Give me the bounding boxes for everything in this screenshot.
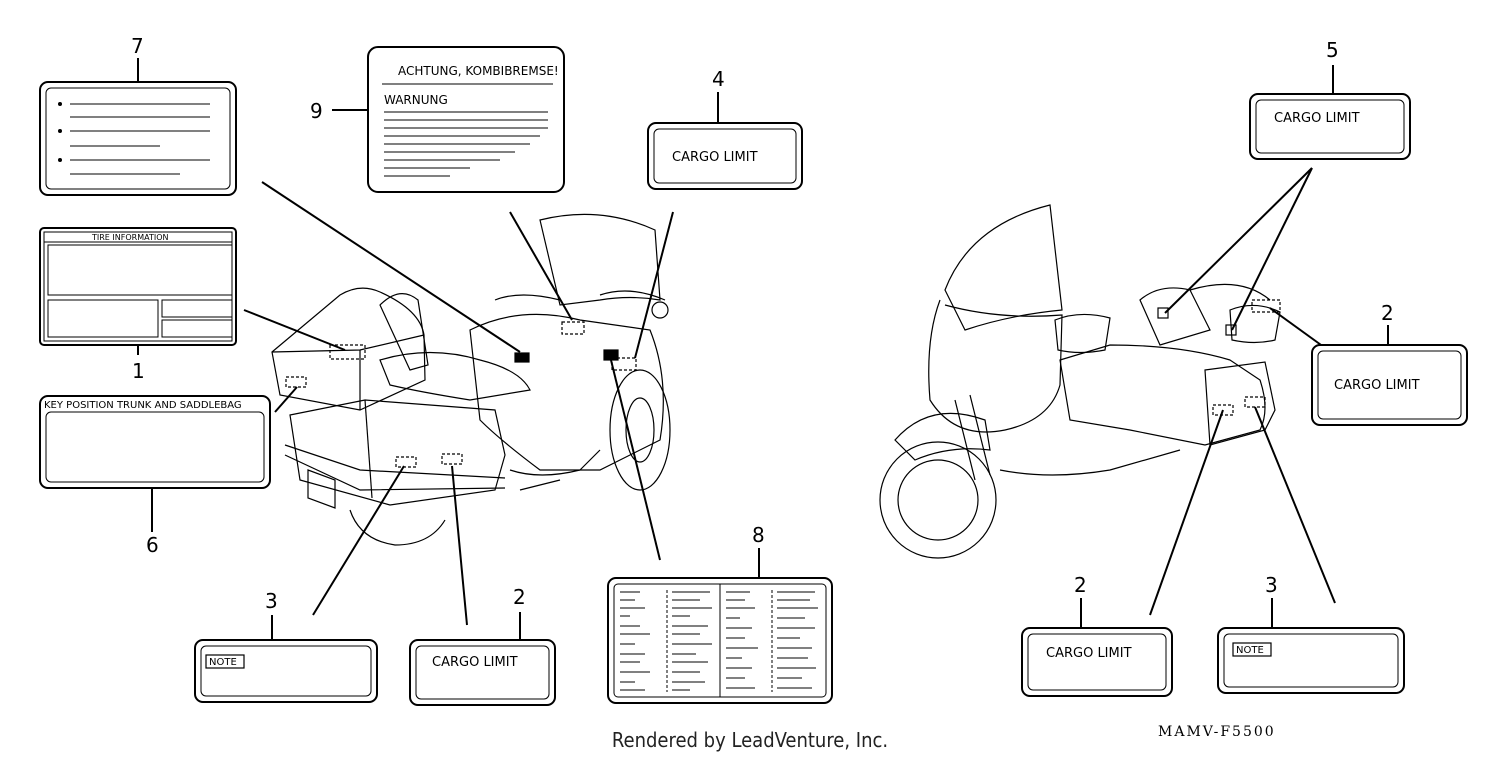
label-2-right-upper-text: CARGO LIMIT — [1334, 378, 1420, 393]
callout-5: 5 — [1326, 38, 1339, 62]
label-3-left: NOTE — [194, 639, 378, 703]
callout-1: 1 — [132, 359, 145, 383]
callout-3-right: 3 — [1265, 573, 1278, 597]
leader-lines — [137, 58, 1389, 640]
note-tag-left: NOTE — [209, 657, 237, 668]
callout-7: 7 — [131, 34, 144, 58]
callout-6: 6 — [146, 533, 159, 557]
label-8 — [607, 577, 833, 704]
label-4-text: CARGO LIMIT — [672, 150, 758, 165]
label-9: ACHTUNG, KOMBIBREMSE! WARNUNG — [367, 46, 565, 193]
callout-2-right-lower: 2 — [1074, 573, 1087, 597]
callout-numbers: 7 9 4 1 6 3 2 8 5 2 2 3 — [131, 34, 1394, 613]
callout-9: 9 — [310, 99, 323, 123]
footer-credit: Rendered by LeadVenture, Inc. — [611, 728, 889, 752]
label-2-right-lower: CARGO LIMIT — [1021, 627, 1173, 697]
motorcycle-rear-view — [271, 213, 671, 546]
label-3-right: NOTE — [1217, 627, 1405, 694]
motorcycle-front-view — [879, 204, 1281, 559]
callout-3-left: 3 — [265, 589, 278, 613]
callout-2-left: 2 — [513, 585, 526, 609]
label-6: KEY POSITION TRUNK AND SADDLEBAG — [39, 395, 271, 489]
key-position-heading: KEY POSITION TRUNK AND SADDLEBAG — [44, 400, 242, 411]
callout-2-right-upper: 2 — [1381, 301, 1394, 325]
callout-4: 4 — [712, 67, 725, 91]
label-2-left: CARGO LIMIT — [409, 639, 556, 706]
label-7 — [39, 81, 237, 196]
achtung-heading: ACHTUNG, KOMBIBREMSE! — [398, 64, 559, 78]
label-4: CARGO LIMIT — [647, 122, 803, 190]
tire-information-heading: TIRE INFORMATION — [91, 233, 169, 242]
label-5: CARGO LIMIT — [1249, 93, 1411, 160]
note-tag-right: NOTE — [1236, 645, 1264, 656]
warnung-heading: WARNUNG — [384, 93, 448, 107]
label-5-text: CARGO LIMIT — [1274, 111, 1360, 126]
label-2-left-text: CARGO LIMIT — [432, 655, 518, 670]
label-1: TIRE INFORMATION — [39, 227, 237, 346]
label-2-right-upper: CARGO LIMIT — [1311, 344, 1468, 426]
label-2-right-lower-text: CARGO LIMIT — [1046, 646, 1132, 661]
diagram-code: MAMV-F5500 — [1158, 724, 1276, 740]
callout-8: 8 — [752, 523, 765, 547]
